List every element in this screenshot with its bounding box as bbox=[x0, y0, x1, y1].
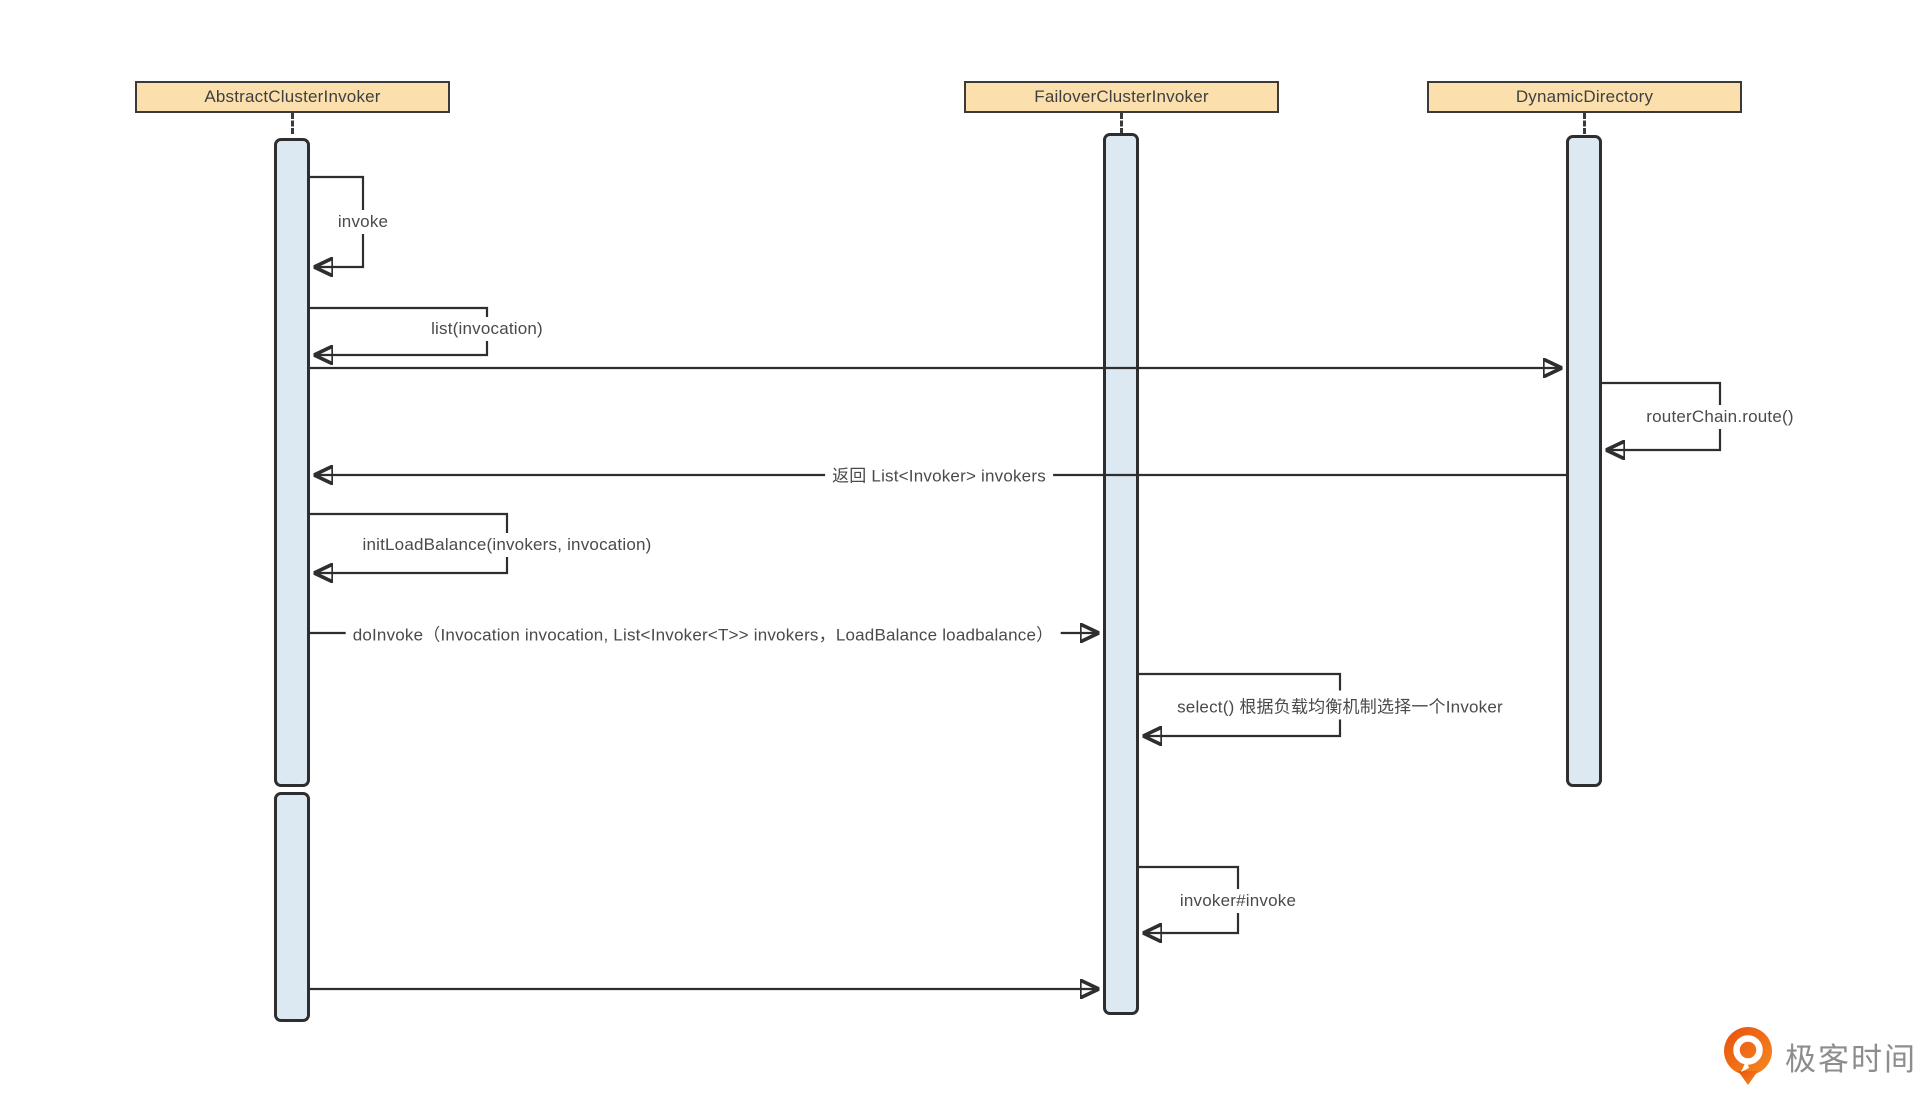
message-label-routerchain-route: routerChain.route() bbox=[1639, 405, 1801, 429]
message-label-doinvoke: doInvoke（Invocation invocation, List<Inv… bbox=[345, 618, 1061, 648]
activation-bar-failover bbox=[1103, 133, 1139, 1015]
participant-abstract-cluster-invoker: AbstractClusterInvoker bbox=[135, 81, 450, 113]
message-label-init-load-balance: initLoadBalance(invokers, invocation) bbox=[355, 533, 659, 557]
lifeline-dashed-connector bbox=[1120, 113, 1123, 134]
participant-failover-cluster-invoker: FailoverClusterInvoker bbox=[964, 81, 1279, 113]
message-label-invoke: invoke bbox=[330, 210, 396, 234]
participant-label: FailoverClusterInvoker bbox=[1034, 87, 1209, 106]
participant-label: DynamicDirectory bbox=[1515, 87, 1654, 106]
message-label-return-invokers: 返回 List<Invoker> invokers bbox=[825, 459, 1053, 489]
lifeline-dashed-connector bbox=[291, 113, 294, 134]
lifeline-dashed-connector bbox=[1583, 113, 1586, 134]
message-label-list-invocation: list(invocation) bbox=[424, 317, 550, 341]
geektime-logo-icon bbox=[1724, 1027, 1772, 1085]
geektime-logo-text: 极客时间 bbox=[1785, 1041, 1917, 1077]
activation-bar-dynamic bbox=[1566, 135, 1602, 787]
activation-bar-abstract-upper bbox=[274, 138, 310, 787]
message-label-invoker-invoke: invoker#invoke bbox=[1172, 889, 1304, 913]
geektime-logo: 极客时间 bbox=[1722, 1027, 1917, 1085]
message-label-select: select() 根据负载均衡机制选择一个Invoker bbox=[1170, 690, 1510, 720]
activation-bar-abstract-lower bbox=[274, 792, 310, 1022]
participant-dynamic-directory: DynamicDirectory bbox=[1427, 81, 1742, 113]
participant-label: AbstractClusterInvoker bbox=[204, 87, 381, 106]
